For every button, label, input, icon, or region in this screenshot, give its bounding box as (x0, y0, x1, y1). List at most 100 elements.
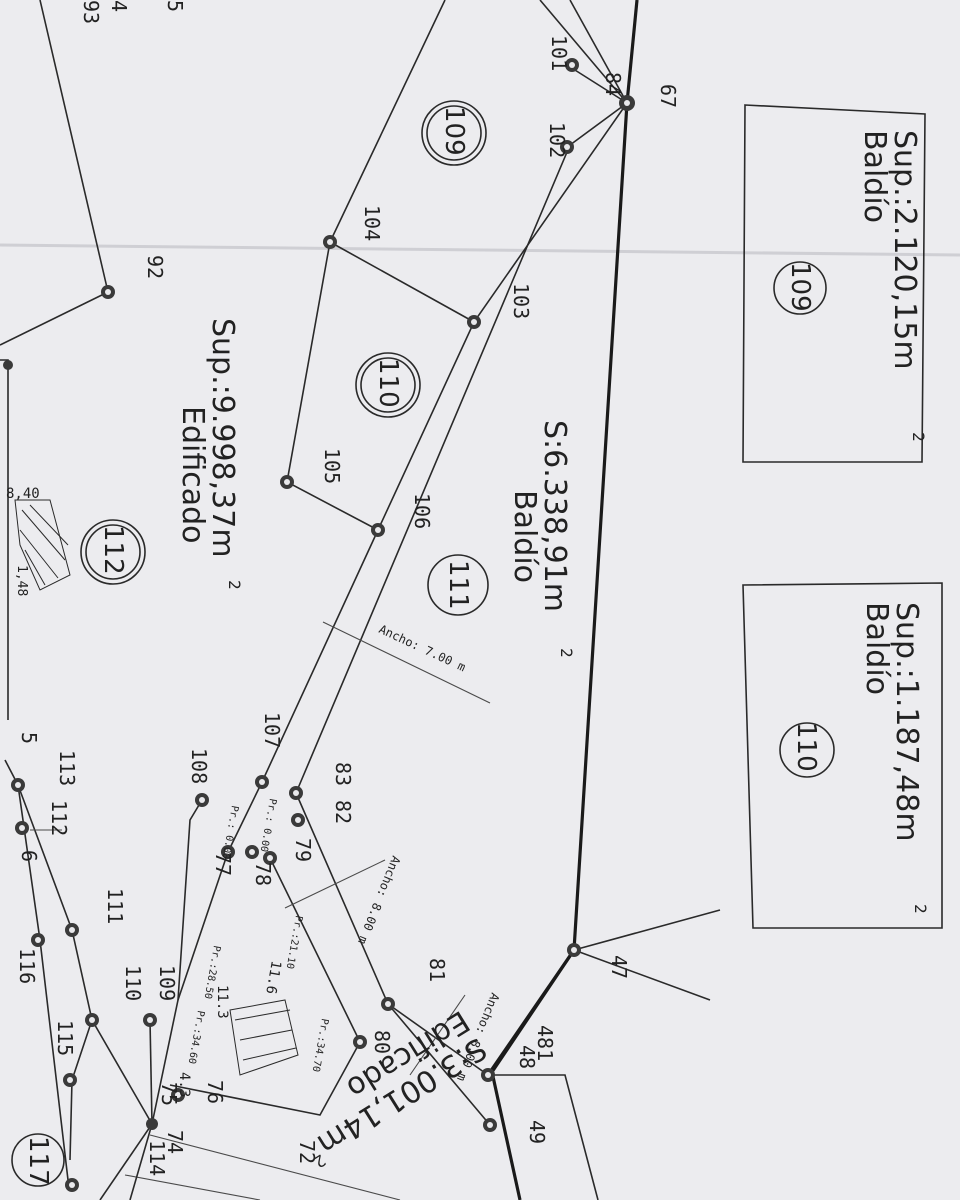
node-111b (65, 923, 79, 937)
vertex-label-105: 105 (320, 448, 344, 484)
node-107 (255, 775, 269, 789)
vertex-label-67: 67 (656, 84, 680, 108)
node-106 (371, 523, 385, 537)
node-108 (195, 793, 209, 807)
vertex-label-113: 113 (55, 750, 79, 786)
summary-box-109: Sup.:2.120,15m 2 Baldío 109 (742, 104, 928, 463)
summary-box-110-use: Baldío (859, 602, 894, 695)
lot-112-use: Edificado (175, 406, 210, 544)
vertex-label-84: 84 (601, 72, 625, 96)
lot-112: 112 Sup.:9.998,37m 2 Edificado (80, 318, 244, 590)
summary-box-109-lot-number: 109 (785, 262, 815, 312)
dim-1-48-label: 1,48 (14, 565, 29, 596)
node-81 (381, 997, 395, 1011)
node-102 (560, 140, 574, 154)
lot-111-sup-exp: 2 (557, 648, 576, 658)
vertex-label-80: 80 (370, 1030, 394, 1054)
lot-109: 109 (421, 100, 487, 166)
vertex-label-109b: 109 (155, 965, 179, 1001)
vertex-label-5: 5 (17, 732, 41, 744)
vertex-label-e4: 4 (107, 0, 131, 12)
lot-109-circle-inner (426, 105, 482, 161)
dimension-lines (284, 621, 491, 1076)
summary-box-110-sup-exp: 2 (911, 904, 930, 914)
summary-box-109-frame (742, 104, 926, 463)
summary-box-110-lot-number: 110 (791, 722, 821, 772)
vertex-label-e93: 93 (79, 0, 103, 24)
summary-box-110-frame (742, 582, 943, 929)
node-115 (63, 1073, 77, 1087)
building-hatch-left (14, 499, 71, 591)
lot-109-number: 109 (439, 106, 469, 156)
dim-11-6-label: 11.6 (262, 959, 284, 995)
summary-box-110-lot-circle (779, 722, 835, 778)
node-109b (143, 1013, 157, 1027)
summary-box-109-lot-circle (773, 261, 827, 315)
dim-8-40-label: 8,40 (6, 486, 40, 502)
lot-110-circle (355, 352, 421, 418)
vertex-label-49: 49 (525, 1120, 549, 1144)
node-76 (171, 1088, 185, 1102)
lot-112-circle (80, 519, 146, 585)
summary-box-109-sup-exp: 2 (909, 432, 928, 442)
vertex-label-72: 72 (295, 1140, 319, 1164)
node-110b (85, 1013, 99, 1027)
vertex-label-103: 103 (509, 283, 533, 319)
vertex-label-106: 106 (410, 493, 434, 529)
vertex-label-107: 107 (260, 712, 284, 748)
node-75 (146, 1118, 158, 1130)
lot-112-circle-inner (85, 524, 141, 580)
node-80 (353, 1035, 367, 1049)
lot-110-number: 110 (373, 358, 403, 408)
vertex-label-81: 81 (425, 958, 449, 982)
lot-111-number: 111 (443, 560, 473, 610)
vertex-label-e5: 5 (163, 0, 187, 12)
lot-111-circle (427, 554, 489, 616)
summary-box-110-sup: Sup.:1.187,48m (889, 602, 924, 842)
vertex-label-78: 78 (251, 862, 275, 886)
lot-112-number: 112 (98, 525, 128, 575)
node-101 (565, 58, 579, 72)
vertex-label-481: 481 (533, 1025, 557, 1061)
lot-110: 110 (355, 352, 421, 418)
summary-box-109-sup: Sup.:2.120,15m (887, 130, 922, 370)
summary-box-110: Sup.:1.187,48m 2 Baldío 110 (742, 582, 943, 929)
vertex-label-114: 114 (145, 1140, 169, 1176)
vertex-label-110b: 110 (121, 965, 145, 1001)
node-112b (15, 821, 29, 835)
node-47 (567, 943, 581, 957)
vertex-label-83: 83 (331, 762, 355, 786)
lot-112-sup-exp: 2 (225, 580, 244, 590)
vertex-label-6: 6 (17, 850, 41, 862)
node-114 (65, 1178, 79, 1192)
node-104 (323, 235, 337, 249)
building-hatch-center (229, 999, 299, 1076)
node-84 (619, 95, 635, 111)
node-48 (481, 1068, 495, 1082)
lot-112-sup: Sup.:9.998,37m (205, 318, 240, 558)
vertex-label-116: 116 (15, 948, 39, 984)
vertex-label-48: 48 (515, 1045, 539, 1069)
lot-111: 111 S:6.338,91m 2 Baldío (427, 420, 576, 658)
vertex-label-82: 82 (331, 800, 355, 824)
vertex-label-102: 102 (545, 122, 569, 158)
vertex-label-112b: 112 (47, 800, 71, 836)
vertex-label-74: 74 (163, 1130, 187, 1154)
vertex-label-104: 104 (360, 205, 384, 241)
vertex-label-79: 79 (291, 838, 315, 862)
vertex-label-47: 47 (607, 955, 631, 979)
node-77 (221, 845, 235, 859)
node-83 (289, 786, 303, 800)
node-92 (101, 285, 115, 299)
node-78 (245, 845, 259, 859)
vertex-labels: 67 84 101 102 104 103 92 105 106 107 108… (15, 0, 680, 1176)
node-79 (263, 851, 277, 865)
vertex-nodes (3, 58, 635, 1192)
vertex-label-76: 76 (203, 1080, 227, 1104)
lot-117-circle (11, 1133, 65, 1187)
dim-4-3-label: 4.3 (176, 1072, 192, 1097)
main-boundary (486, 0, 639, 1200)
node-105 (280, 475, 294, 489)
vertex-label-115: 115 (53, 1020, 77, 1056)
